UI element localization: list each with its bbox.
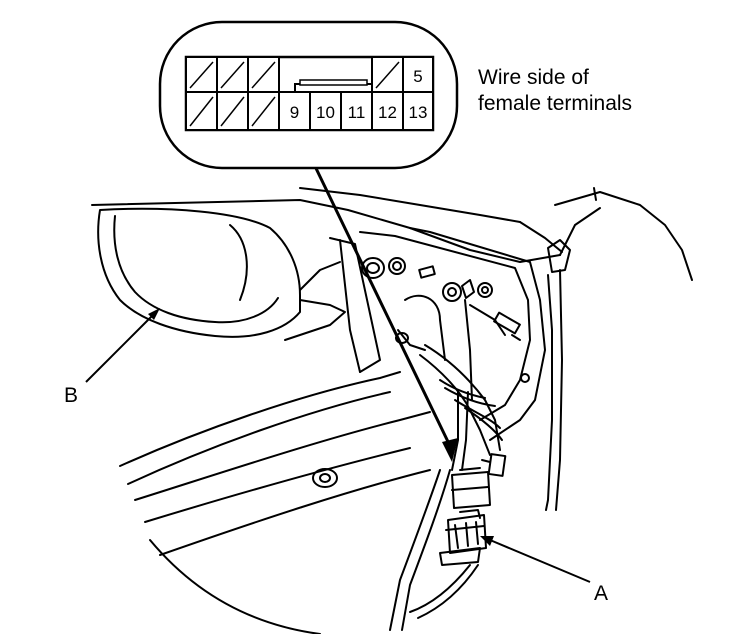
pin-9-label: 9 bbox=[290, 103, 299, 122]
pin-12-label: 12 bbox=[378, 103, 397, 122]
caption-line-2: female terminals bbox=[478, 92, 632, 115]
callout-b-leader bbox=[85, 315, 153, 383]
callout-b-arrowhead bbox=[148, 308, 160, 320]
callout-b-label: B bbox=[64, 384, 78, 407]
callout-a-label: A bbox=[594, 582, 608, 605]
door-panel-drawing bbox=[91, 187, 693, 634]
pin-10-label: 10 bbox=[316, 103, 335, 122]
connector-face: 5 9 10 11 12 13 bbox=[184, 55, 435, 132]
pin-11-label: 11 bbox=[348, 103, 366, 122]
callout-a-leader bbox=[489, 539, 591, 583]
callout-a-arrowhead bbox=[480, 536, 494, 546]
callout-pointer-line bbox=[310, 159, 454, 451]
pin-13-label: 13 bbox=[409, 103, 428, 122]
caption-line-1: Wire side of bbox=[478, 66, 589, 89]
pin-5-label: 5 bbox=[413, 67, 422, 86]
callout-pointer-arrowhead bbox=[442, 438, 458, 462]
